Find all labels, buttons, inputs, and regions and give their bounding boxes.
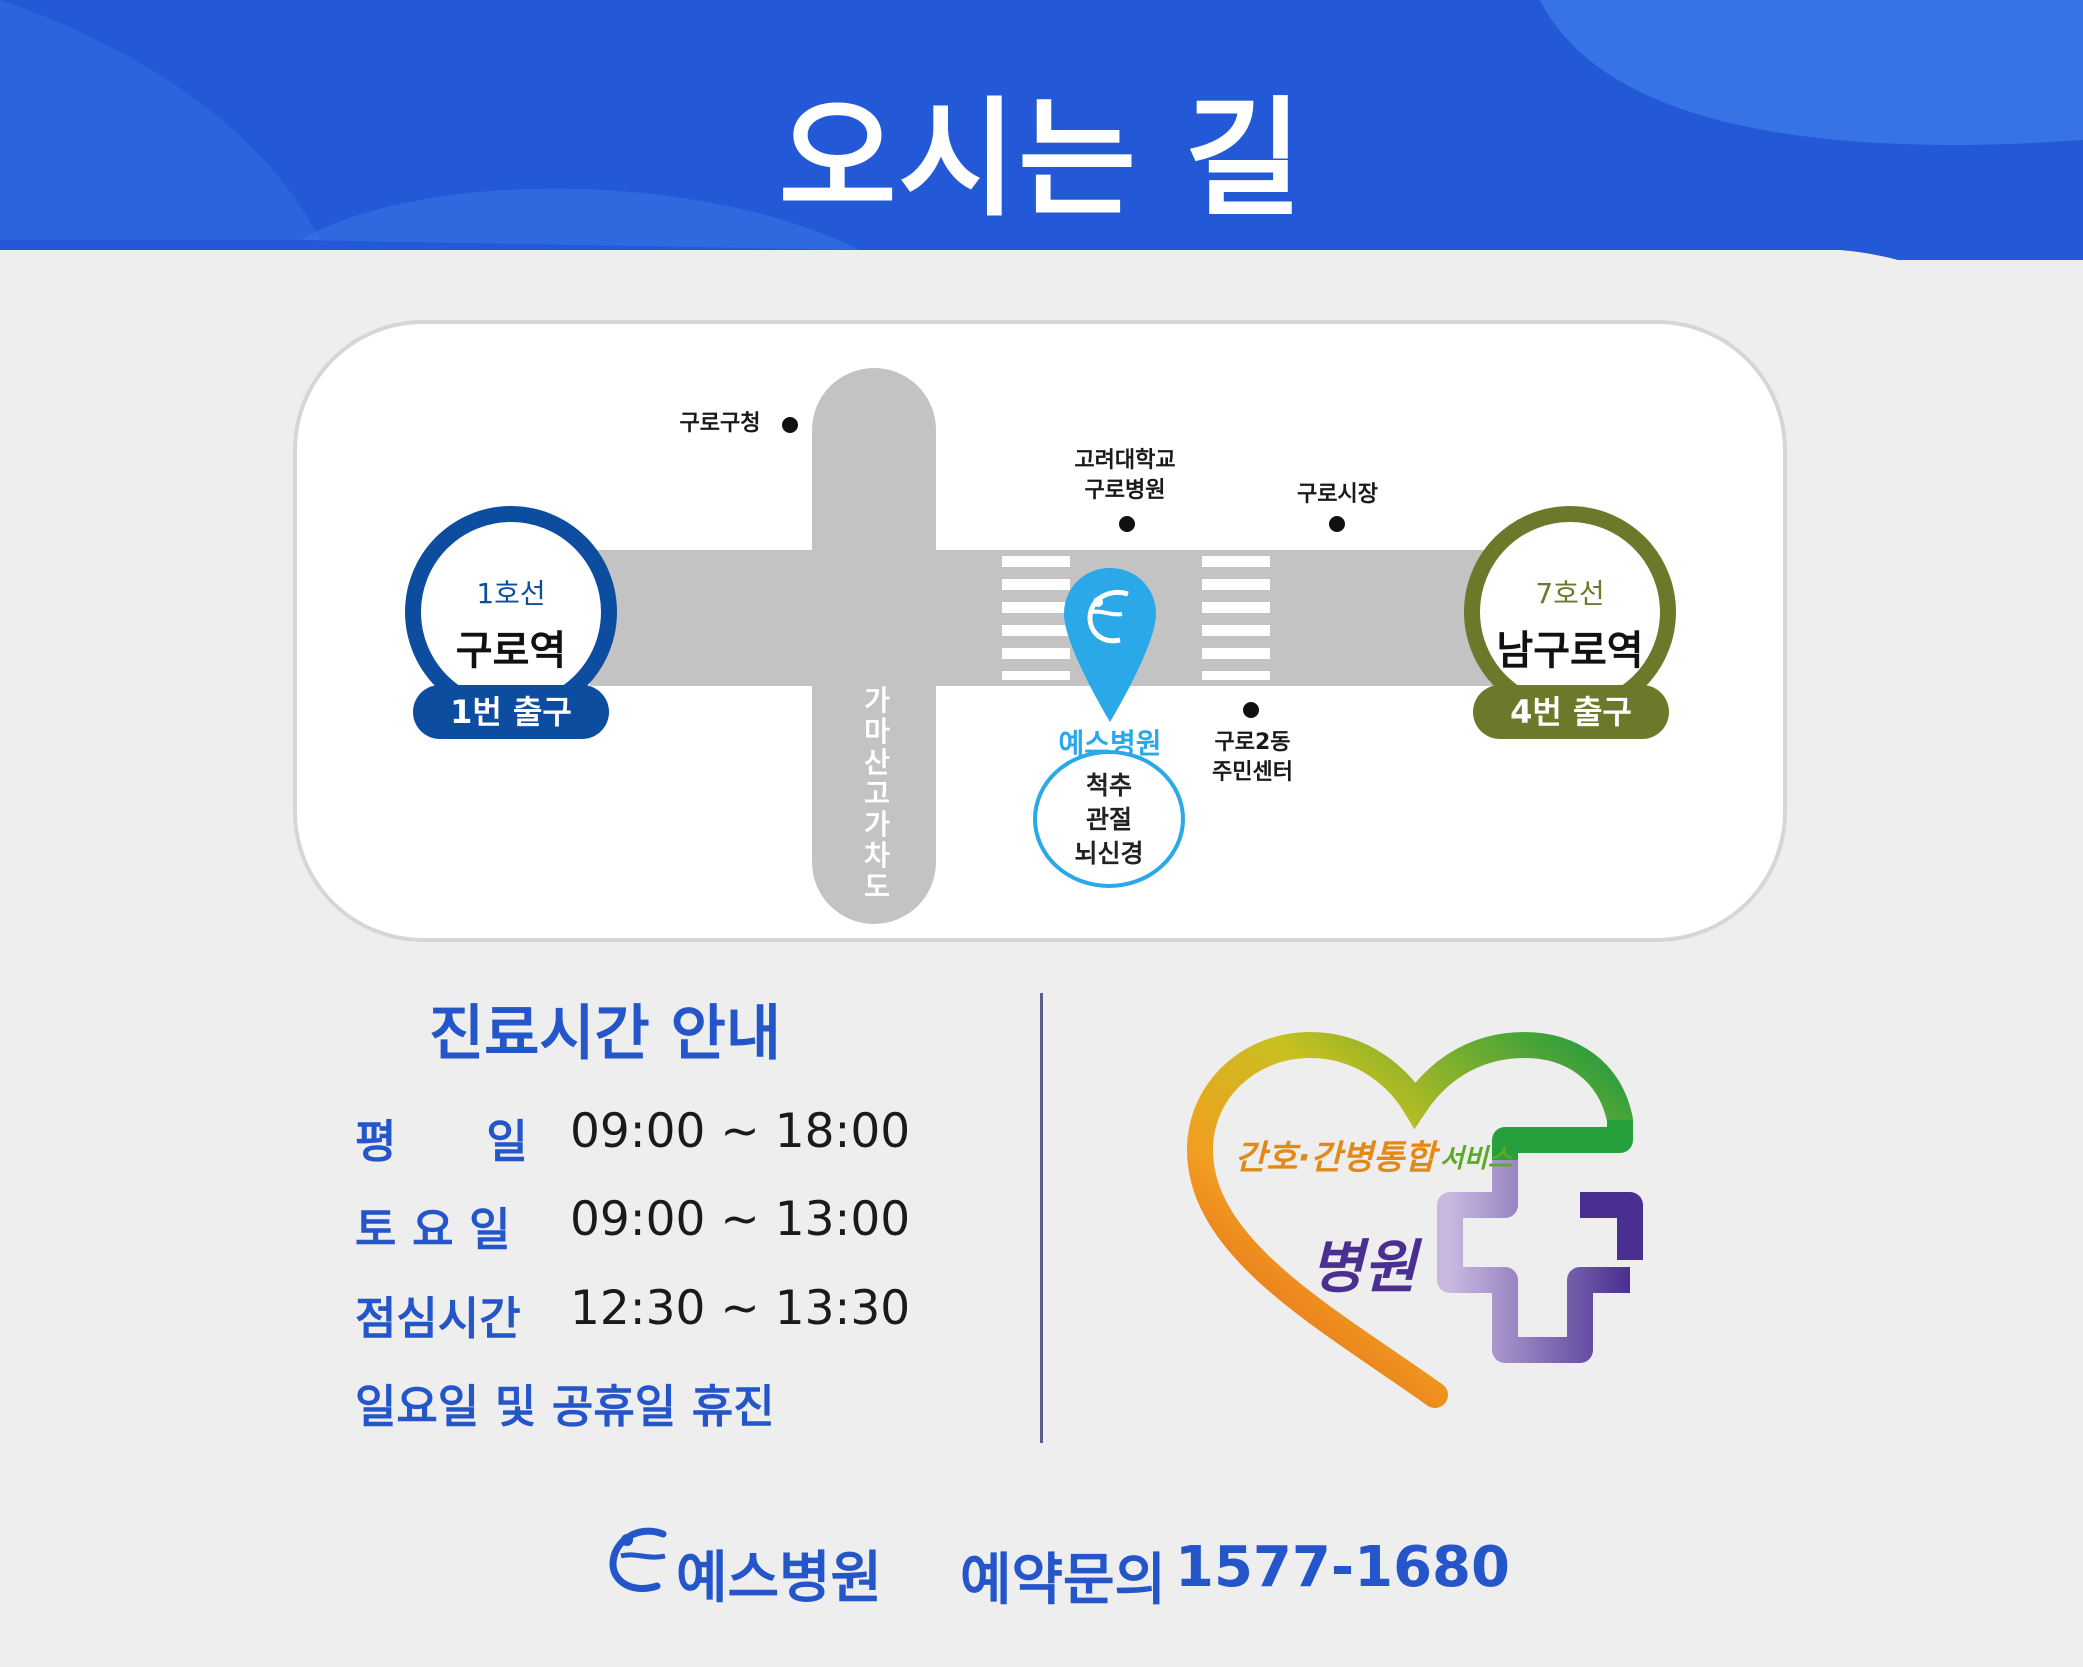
page-title: 오시는 길 <box>778 85 1305 234</box>
station-namguro-name: 남구로역 <box>1496 628 1644 674</box>
hospital-location-pin-icon <box>1064 568 1156 722</box>
landmark-korea-univ-line1: 고려대학교 <box>1074 448 1176 473</box>
footer-brand: 예스병원 <box>676 1546 883 1611</box>
hospital-specialty: 뇌신경 <box>1074 839 1144 868</box>
crosswalk-right <box>1202 556 1270 680</box>
hospital-specialty: 척추 <box>1085 771 1132 800</box>
landmark-korea-univ-dot <box>1119 516 1135 532</box>
overpass-road <box>812 368 936 924</box>
crosswalk-left <box>1002 556 1070 680</box>
hospital-specialty: 관절 <box>1085 805 1132 834</box>
landmark-korea-univ-line2: 구로병원 <box>1084 478 1166 503</box>
hours-closed-note: 일요일 및 공휴일 휴진 <box>355 1380 775 1433</box>
hours-time-saturday: 09:00 ~ 13:00 <box>570 1192 911 1247</box>
landmark-guro2dong-line1: 구로2동 <box>1214 730 1291 755</box>
station-guro-exit: 1번 출구 <box>413 685 609 739</box>
badge-line1-suffix: 서비스 <box>1440 1144 1512 1174</box>
badge-line2: 병원 <box>1310 1233 1417 1301</box>
nursing-service-heart-cross-icon <box>1186 1031 1643 1408</box>
hospital-logo-icon <box>609 1527 667 1593</box>
reservation-phone[interactable]: 1577-1680 <box>1175 1535 1510 1600</box>
overpass-road-label: 가마산고가차도 <box>864 684 890 903</box>
station-guro-name: 구로역 <box>455 628 567 674</box>
station-namguro-exit: 4번 출구 <box>1473 685 1669 739</box>
station-namguro-line: 7호선 <box>1535 577 1605 610</box>
section-divider <box>1040 993 1043 1443</box>
hospital-specialties-circle: 척추 관절 뇌신경 <box>1033 750 1185 888</box>
landmark-guro-office: 구로구청 <box>679 411 761 436</box>
landmark-guro-market-dot <box>1329 516 1345 532</box>
station-guro-line: 1호선 <box>476 577 546 610</box>
landmark-guro2dong-dot <box>1243 702 1259 718</box>
badge-line1: 간호·간병통합 <box>1235 1138 1436 1178</box>
landmark-guro-market: 구로시장 <box>1297 482 1378 507</box>
reservation-label: 예약문의 <box>960 1548 1167 1613</box>
hours-label-saturday: 토 요 일 <box>355 1203 511 1256</box>
landmark-guro2dong-line2: 주민센터 <box>1212 760 1293 785</box>
landmark-guro-office-dot <box>782 417 798 433</box>
hours-title: 진료시간 안내 <box>428 999 782 1069</box>
hours-time-lunch: 12:30 ~ 13:30 <box>570 1281 911 1336</box>
hours-label-weekday: 평 일 <box>355 1115 528 1168</box>
hours-label-lunch: 점심시간 <box>355 1292 521 1345</box>
hours-time-weekday: 09:00 ~ 18:00 <box>570 1104 911 1159</box>
